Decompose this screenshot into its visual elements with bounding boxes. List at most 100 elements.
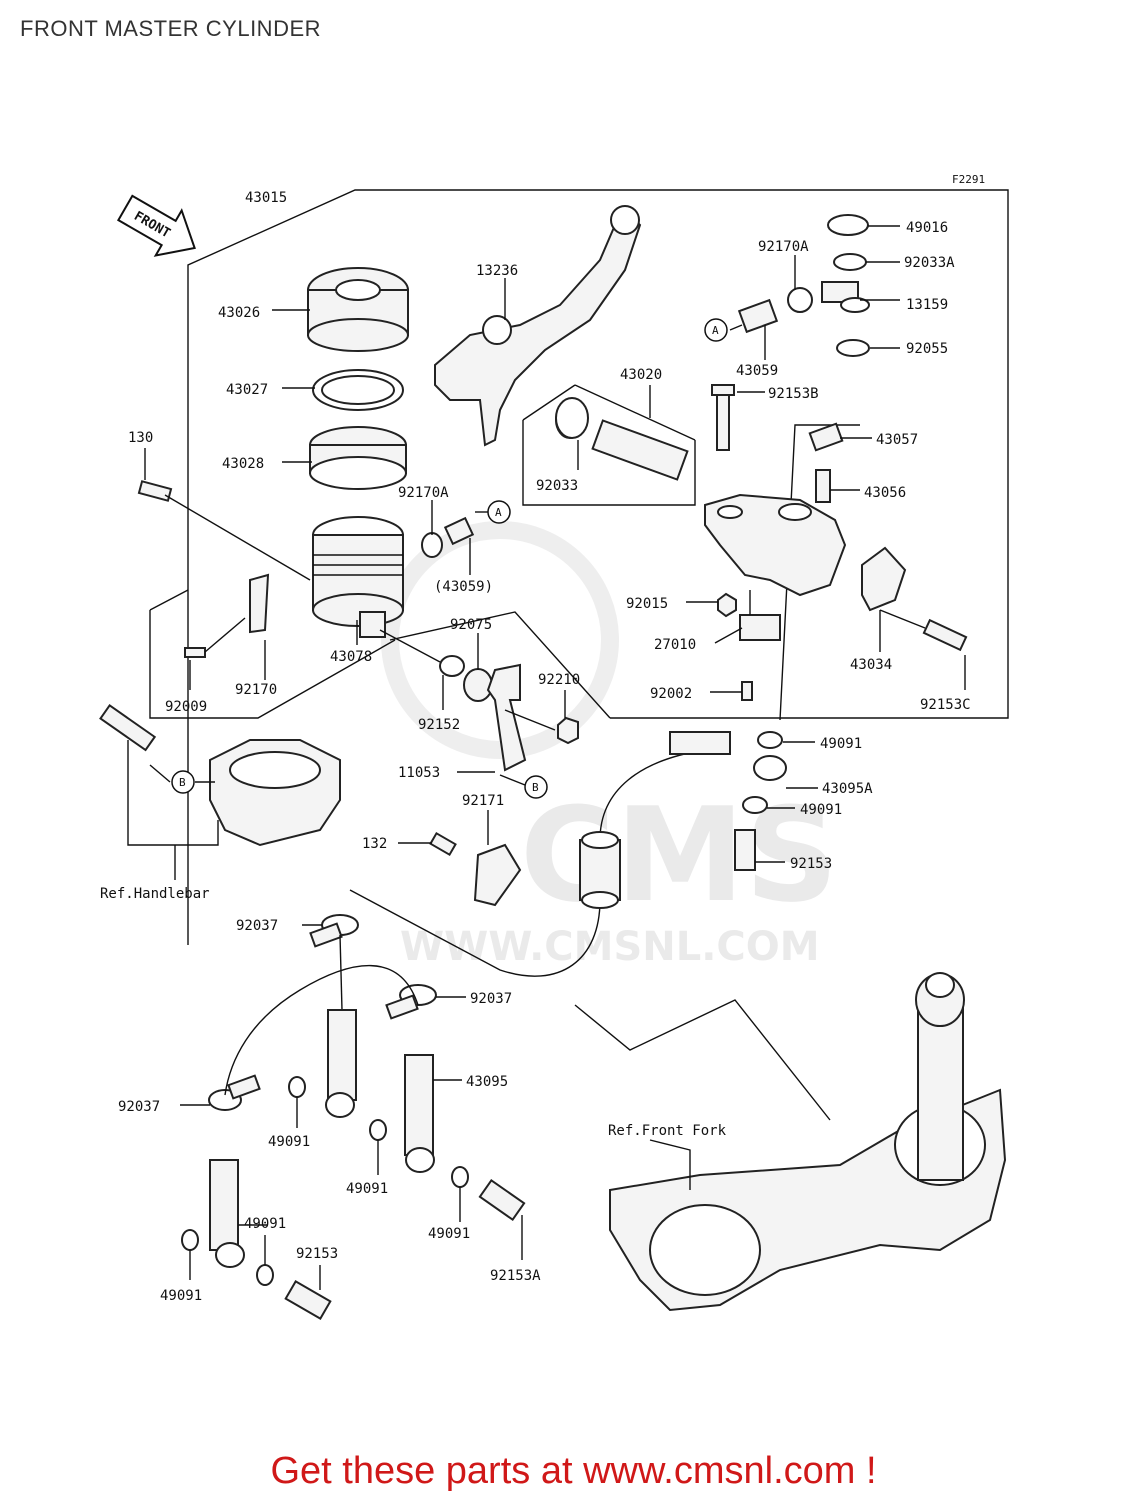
label-92055: 92055 xyxy=(906,341,948,357)
leader-lines xyxy=(127,225,966,1290)
label-27010: 27010 xyxy=(654,637,696,653)
label-92037-c: 92037 xyxy=(118,1099,160,1115)
nut-92015 xyxy=(717,592,737,618)
connector-a-right-label: A xyxy=(712,324,719,337)
hose-43059 xyxy=(737,298,779,334)
reservoir-bracket xyxy=(249,573,270,634)
label-92153C: 92153C xyxy=(920,697,971,713)
label-11053: 11053 xyxy=(398,765,440,781)
label-43059: 43059 xyxy=(736,363,778,379)
label-43057: 43057 xyxy=(876,432,918,448)
label-92170A-left: 92170A xyxy=(398,485,449,501)
watermark: CMS WWW.CMSNL.COM xyxy=(381,521,838,970)
switch-27010 xyxy=(739,614,781,641)
label-92153A: 92153A xyxy=(490,1268,541,1284)
connector-b-mid-label: B xyxy=(532,781,539,794)
bolt-92153-top xyxy=(734,829,756,871)
label-13236: 13236 xyxy=(476,263,518,279)
label-92075: 92075 xyxy=(450,617,492,633)
brake-lever xyxy=(434,205,642,447)
banjo-43095A xyxy=(669,731,787,781)
brake-hose-lower xyxy=(209,934,435,1268)
reservoir-cap xyxy=(307,267,409,352)
bolt-92153C xyxy=(922,618,968,652)
washer-49091-mid xyxy=(742,796,768,814)
clamp-92170A-right xyxy=(787,287,813,313)
hose-left xyxy=(443,516,475,546)
label-92015: 92015 xyxy=(626,596,668,612)
watermark-url: WWW.CMSNL.COM xyxy=(400,924,820,970)
label-49091-a: 49091 xyxy=(820,736,862,752)
label-92170: 92170 xyxy=(235,682,277,698)
connector-a-right: A xyxy=(704,318,728,342)
circlip-92033 xyxy=(555,397,589,439)
label-13159: 13159 xyxy=(906,297,948,313)
label-92009: 92009 xyxy=(165,699,207,715)
label-ref-handlebar: Ref.Handlebar xyxy=(100,886,210,902)
label-92033A: 92033A xyxy=(904,255,955,271)
reservoir-tank xyxy=(312,516,404,638)
label-49091-e: 49091 xyxy=(428,1226,470,1242)
screw-92009 xyxy=(184,647,206,658)
clamp-92171 xyxy=(473,843,522,907)
label-92002: 92002 xyxy=(650,686,692,702)
clamp-43034 xyxy=(861,546,907,612)
label-92152: 92152 xyxy=(418,717,460,733)
bolt-92153-lower xyxy=(284,1279,332,1321)
figure-code: F2291 xyxy=(952,173,985,186)
bolt-130 xyxy=(137,480,173,502)
brake-hose-main xyxy=(349,749,706,977)
label-43026: 43026 xyxy=(218,305,260,321)
label-43078: 43078 xyxy=(330,649,372,665)
bolt-92153B xyxy=(711,384,735,451)
cap-49016 xyxy=(827,214,869,236)
label-92033: 92033 xyxy=(536,478,578,494)
front-fork-clamp xyxy=(609,972,1007,1312)
label-49091-g: 49091 xyxy=(160,1288,202,1304)
nut-92210 xyxy=(557,716,579,745)
connector-a-left: A xyxy=(487,500,511,524)
screw-92002 xyxy=(741,681,753,701)
connector-b-left-label: B xyxy=(179,776,186,789)
label-92153-a: 92153 xyxy=(790,856,832,872)
bracket-11053 xyxy=(486,663,527,772)
circlip-92033A xyxy=(833,253,867,271)
label-43034: 43034 xyxy=(850,657,892,673)
label-43015: 43015 xyxy=(245,190,287,206)
washer-49091-top xyxy=(757,731,783,749)
reservoir-diaphragm xyxy=(309,426,407,490)
reservoir-diaphragm-plate xyxy=(312,369,404,411)
part-labels: 43015 13236 43026 43027 43028 130 92170A… xyxy=(100,190,971,1304)
parts-diagram: CMS WWW.CMSNL.COM FRONT F2291 xyxy=(99,173,1009,1321)
bolt-92153A xyxy=(478,1178,526,1222)
washer-92152 xyxy=(439,655,465,677)
master-cylinder-body xyxy=(704,493,847,597)
bleeder-cap-43057 xyxy=(808,422,844,452)
label-43028: 43028 xyxy=(222,456,264,472)
hose-clamp-92037-a xyxy=(309,914,359,948)
footer-link[interactable]: Get these parts at www.cmsnl.com ! xyxy=(270,1450,877,1492)
hose-clamp-left xyxy=(421,532,443,558)
label-49091-f: 49091 xyxy=(244,1216,286,1232)
label-92037-a: 92037 xyxy=(236,918,278,934)
label-49091-b: 49091 xyxy=(800,802,842,818)
hose-clamp-92037-c xyxy=(208,1074,261,1111)
label-43095A: 43095A xyxy=(822,781,873,797)
oring-92055 xyxy=(836,339,870,357)
watermark-logo: CMS xyxy=(520,779,838,931)
label-92170A-right: 92170A xyxy=(758,239,809,255)
fitting-13159 xyxy=(821,281,870,313)
label-49016: 49016 xyxy=(906,220,948,236)
label-43095: 43095 xyxy=(466,1074,508,1090)
bleeder-43056 xyxy=(815,469,831,503)
page-title: FRONT MASTER CYLINDER xyxy=(20,16,322,41)
label-92153B: 92153B xyxy=(768,386,819,402)
label-49091-c: 49091 xyxy=(268,1134,310,1150)
hose-clamp-92037-b xyxy=(385,984,437,1020)
label-ref-front-fork: Ref.Front Fork xyxy=(608,1123,727,1139)
connector-b-mid: B xyxy=(524,775,548,799)
handlebar-clamp xyxy=(99,703,341,847)
label-92210: 92210 xyxy=(538,672,580,688)
label-92171: 92171 xyxy=(462,793,504,809)
collar-92075 xyxy=(463,668,493,702)
